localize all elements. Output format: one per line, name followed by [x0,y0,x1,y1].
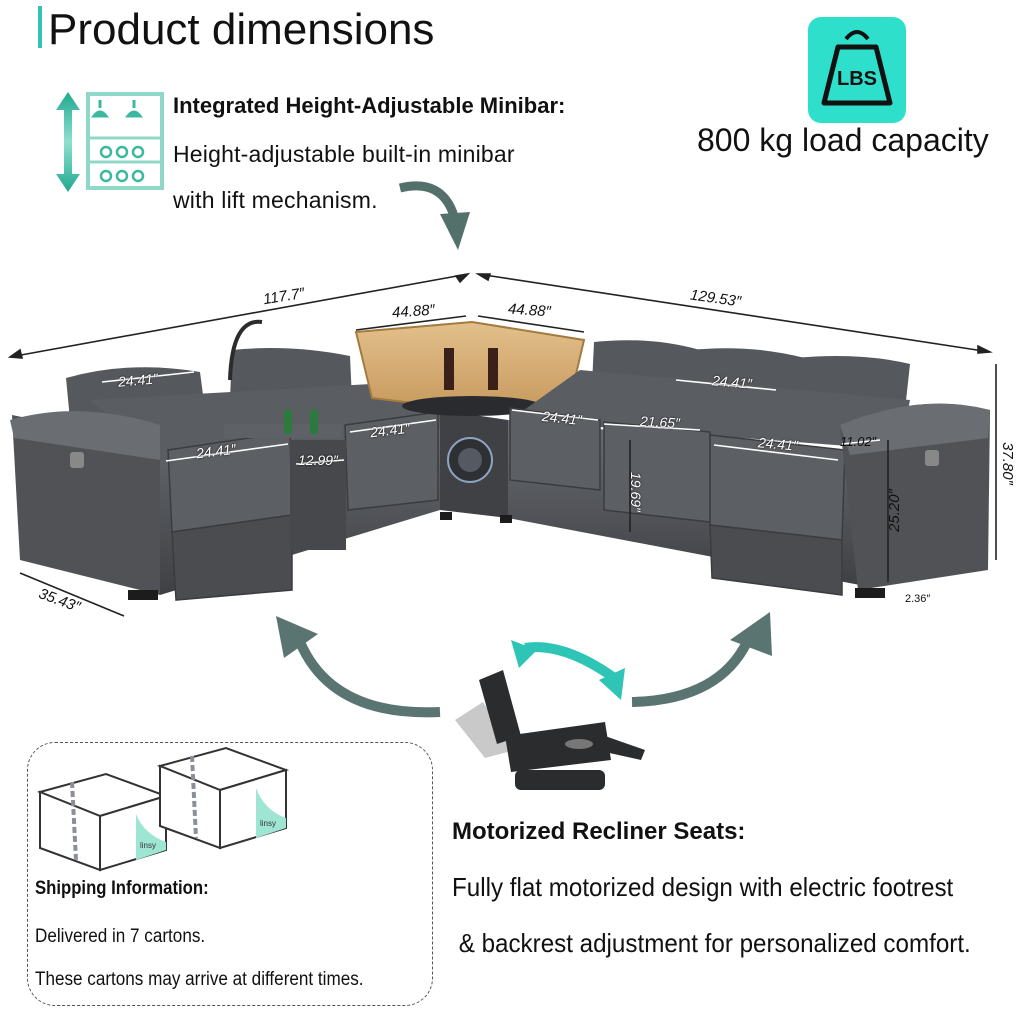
lbs-weight-icon: LBS [808,17,906,123]
dimension-corner-left: 44.88″ [391,301,436,322]
dimension-console-width: 12.99″ [298,452,338,468]
dimension-seat-height: 25.20″ [885,489,903,532]
recliner-heading: Motorized Recliner Seats: [452,818,746,845]
load-capacity-text: 800 kg load capacity [697,122,989,158]
page-title: Product dimensions [48,5,435,54]
dimension-seat-right: 24.41″ [757,434,799,454]
shipping-line1: Delivered in 7 cartons. [35,926,206,947]
curved-arrow-icon [396,176,486,256]
recliner-line2: & backrest adjustment for personalized c… [452,928,971,958]
recliner-chair-icon [445,640,660,800]
shipping-info-panel [27,742,433,1006]
dimension-leg-height: 2.36″ [905,593,931,605]
minibar-description-line2: with lift mechanism. [173,187,378,213]
title-accent-bar [38,6,42,48]
shipping-line2: These cartons may arrive at different ti… [35,969,364,990]
dimension-backrest-height: 19.69″ [628,472,644,512]
dimension-height: 37.80″ [998,442,1016,485]
sectional-sofa-illustration [0,260,1024,620]
svg-text:linsy: linsy [140,841,156,850]
dimension-headrest-right: 24.41″ [711,372,753,392]
recliner-line1: Fully flat motorized design with electri… [452,872,954,902]
curved-arrow-right-icon [630,610,780,710]
dimension-seat-depth: 21.65″ [639,412,681,432]
minibar-heading: Integrated Height-Adjustable Minibar: [173,93,566,118]
lbs-icon-label: LBS [837,68,877,90]
curved-arrow-left-icon [272,612,442,722]
minibar-shelf-icon [54,90,166,194]
dimension-corner-right: 44.88″ [507,300,552,321]
shipping-heading: Shipping Information: [35,878,209,899]
shipping-carton-icon: linsy linsy [36,744,306,872]
dimension-arm-width: 11.02″ [840,434,877,449]
svg-text:linsy: linsy [260,819,276,828]
minibar-description-line1: Height-adjustable built-in minibar [173,141,515,167]
